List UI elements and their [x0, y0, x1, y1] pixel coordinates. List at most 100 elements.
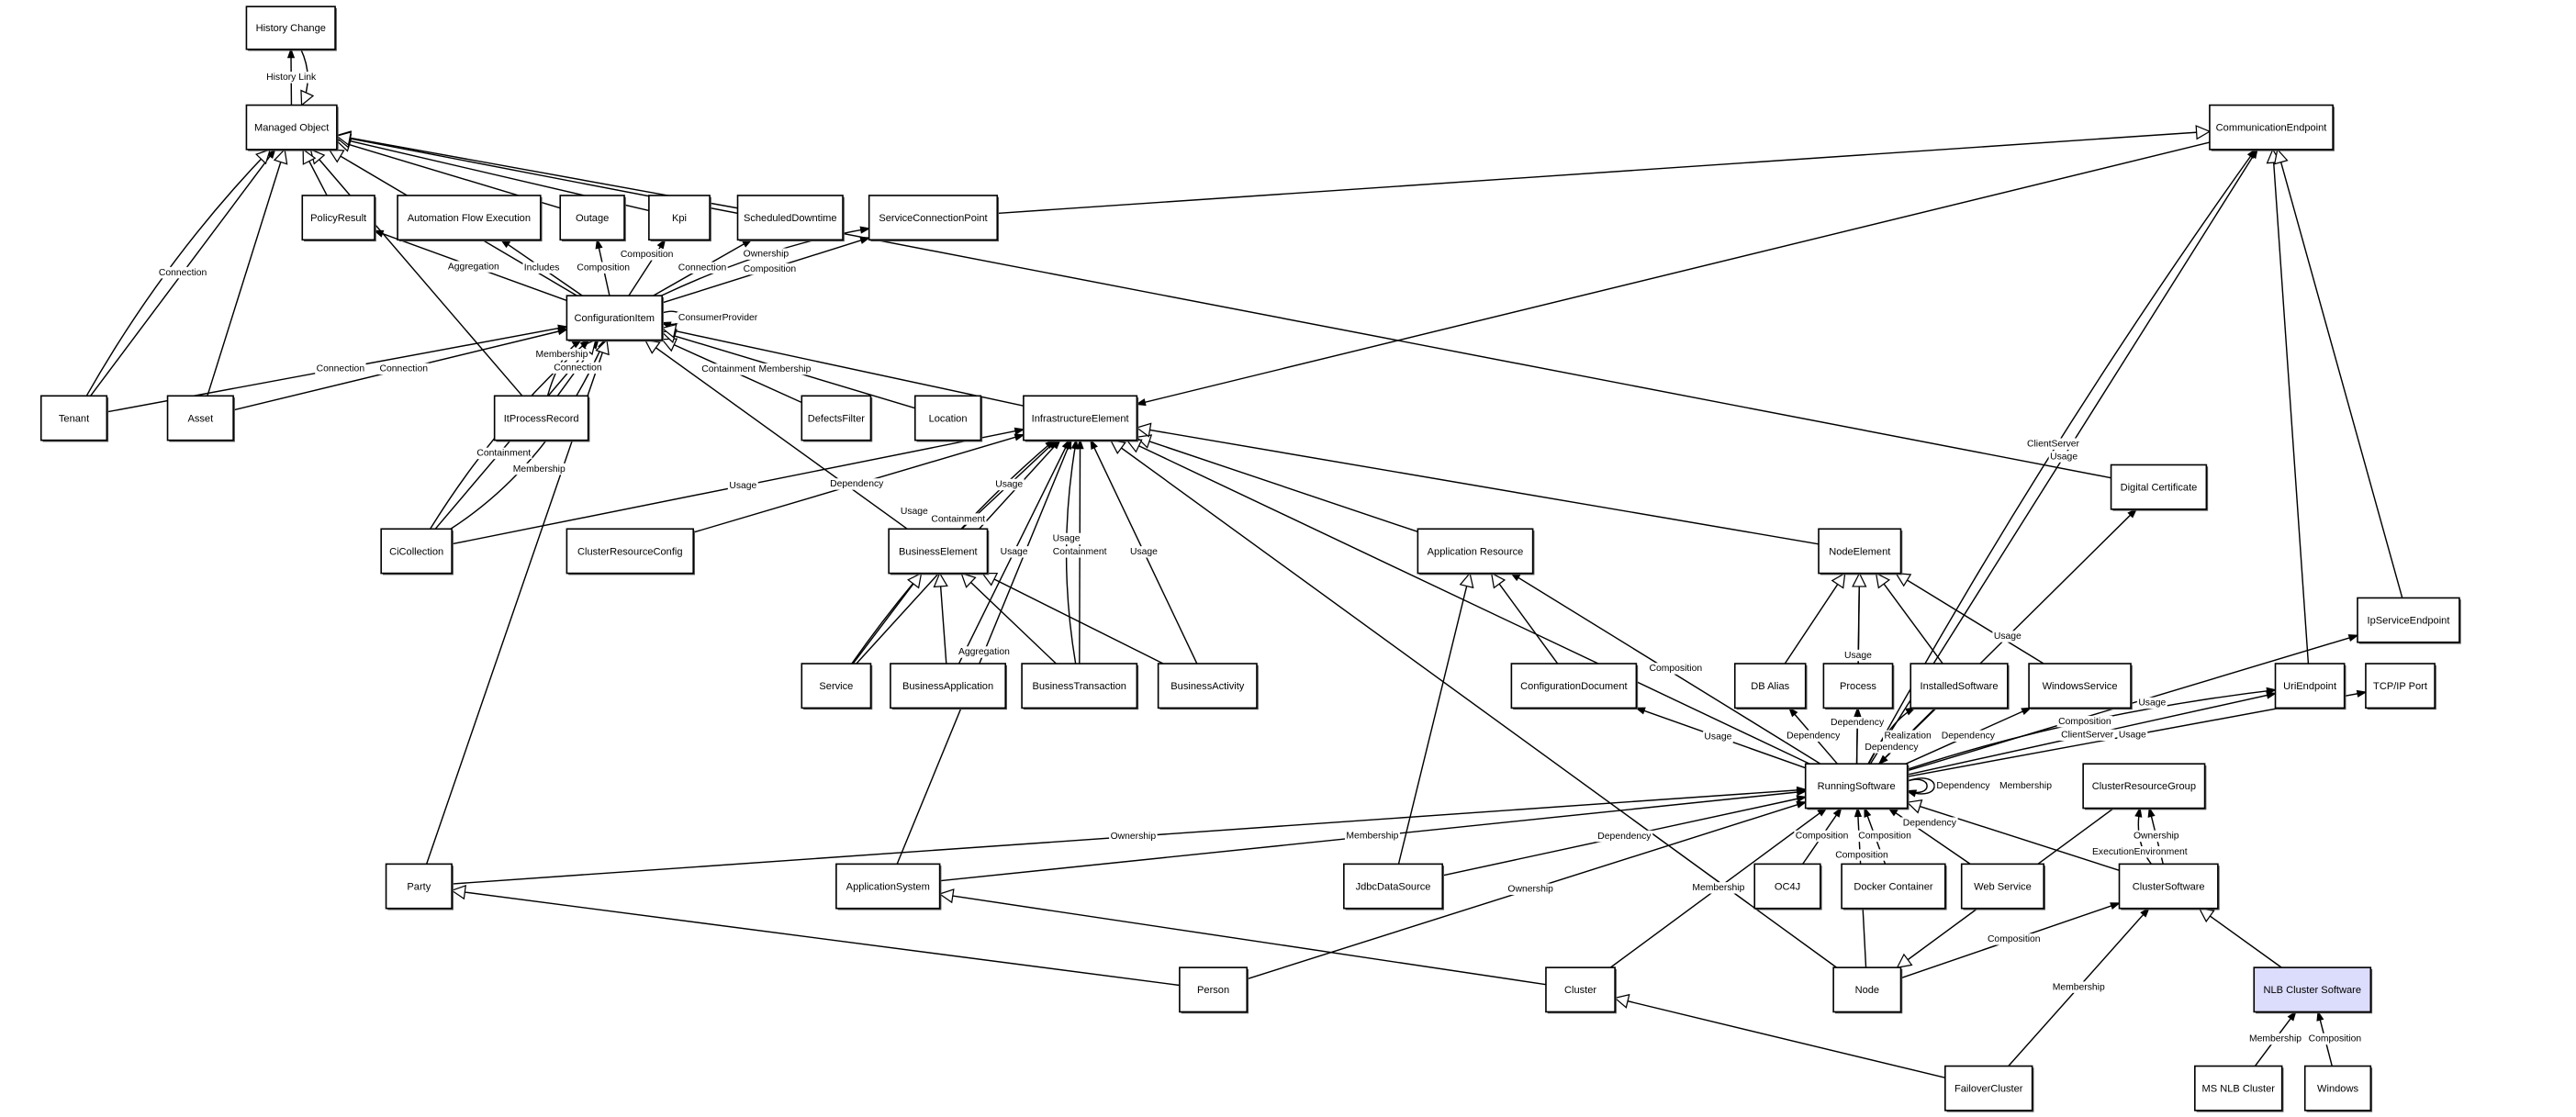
class-box-installed-software[interactable]: InstalledSoftware	[1910, 663, 2010, 710]
edge-label-group-node-to-running-software: Composition	[1833, 849, 1890, 861]
class-box-cluster-software[interactable]: ClusterSoftware	[2118, 863, 2220, 910]
class-name: Person	[1197, 985, 1229, 996]
edge-label-group-running-software-to-node-element: Usage	[1842, 649, 1874, 662]
edge-label-background	[756, 363, 812, 375]
class-box-tcpip-port[interactable]: TCP/IP Port	[2365, 663, 2436, 710]
edge-label-background	[1596, 830, 1653, 843]
class-box-policy-result[interactable]: PolicyResult	[301, 195, 376, 242]
class-box-kpi[interactable]: Kpi	[648, 195, 711, 242]
class-box-service[interactable]: Service	[801, 663, 873, 710]
edge-label-background	[1794, 830, 1850, 843]
class-box-ci-collection[interactable]: CiCollection	[380, 528, 454, 575]
class-box-nlb-cluster-software[interactable]: NLB Cluster Software	[2253, 966, 2373, 1014]
class-box-managed-object[interactable]: Managed Object	[245, 104, 339, 151]
class-box-outage[interactable]: Outage	[559, 195, 626, 242]
class-box-location[interactable]: Location	[913, 395, 983, 442]
filled-arrowhead-icon	[266, 148, 276, 159]
box-frame	[801, 663, 872, 709]
edge-label-group-cluster-software-to-cluster-resource-group: ExecutionEnvironment	[2090, 846, 2190, 858]
edge-line	[960, 573, 1057, 665]
class-box-business-activity[interactable]: BusinessActivity	[1157, 663, 1259, 710]
class-box-digital-certificate[interactable]: Digital Certificate	[2110, 464, 2209, 511]
class-box-oc4j[interactable]: OC4J	[1753, 863, 1822, 910]
class-box-ip-service-endpoint[interactable]: IpServiceEndpoint	[2357, 597, 2461, 644]
edge-label-group-web-service-to-running-software: Dependency	[1900, 817, 1958, 829]
class-name: NLB Cluster Software	[2264, 985, 2362, 996]
box-frame	[1804, 763, 1909, 810]
edge-label-group-jdbc-data-source-to-running-software: Dependency	[1596, 830, 1653, 843]
class-box-configuration-document[interactable]: ConfigurationDocument	[1510, 663, 1639, 710]
class-box-tenant[interactable]: Tenant	[39, 395, 109, 442]
class-box-person[interactable]: Person	[1179, 966, 1249, 1014]
edge-label: Aggregation	[958, 647, 1010, 657]
class-box-defects-filter[interactable]: DefectsFilter	[801, 395, 873, 442]
class-box-asset[interactable]: Asset	[166, 395, 235, 442]
edge-configuration-document-to-application-resource	[1490, 572, 1559, 665]
box-frame	[913, 395, 982, 441]
edge-label-background	[999, 546, 1030, 558]
edge-label-group-running-software-to-running-software: Membership	[1998, 780, 2054, 792]
hollow-triangle-arrowhead-icon	[960, 572, 977, 588]
class-name: DefectsFilter	[808, 413, 865, 424]
edge-line	[1888, 807, 1971, 865]
class-box-configuration-item[interactable]: ConfigurationItem	[566, 295, 664, 342]
class-box-node[interactable]: Node	[1832, 966, 1903, 1014]
edge-label: Membership	[1346, 832, 1398, 842]
class-box-jdbc-data-source[interactable]: JdbcDataSource	[1343, 863, 1445, 910]
class-box-application-resource[interactable]: Application Resource	[1417, 528, 1535, 575]
edge-label: ConsumerProvider	[678, 313, 758, 323]
hollow-triangle-arrowhead-icon	[2273, 148, 2289, 165]
class-box-docker-container[interactable]: Docker Container	[1841, 863, 1947, 910]
edge-line	[1137, 141, 2211, 406]
class-box-business-element[interactable]: BusinessElement	[888, 528, 990, 575]
class-box-windows-service[interactable]: WindowsService	[2028, 663, 2133, 710]
edge-label-background	[828, 478, 886, 490]
edge-label: Usage	[1001, 547, 1028, 557]
class-box-web-service[interactable]: Web Service	[1960, 863, 2045, 910]
class-name: Cluster	[1564, 985, 1596, 996]
class-box-infrastructure-element[interactable]: InfrastructureElement	[1023, 395, 1139, 442]
class-box-uri-endpoint[interactable]: UriEndpoint	[2274, 663, 2346, 710]
edge-label-background	[1883, 730, 1933, 743]
class-box-cluster-resource-group[interactable]: ClusterResourceGroup	[2082, 763, 2207, 810]
filled-arrowhead-icon	[595, 238, 603, 250]
box-frame	[245, 6, 336, 50]
class-box-cluster-resource-config[interactable]: ClusterResourceConfig	[566, 528, 695, 575]
edge-application-resource-to-infrastructure-element	[1136, 434, 1418, 533]
class-box-business-transaction[interactable]: BusinessTransaction	[1021, 663, 1139, 710]
class-box-running-software[interactable]: RunningSoftware	[1804, 763, 1910, 810]
hollow-triangle-arrowhead-icon	[595, 339, 610, 356]
edge-label-group-service-to-infrastructure-element: Usage	[899, 505, 930, 518]
class-name: Automation Flow Execution	[408, 213, 531, 224]
class-box-party[interactable]: Party	[385, 863, 454, 910]
filled-arrowhead-icon	[2246, 148, 2257, 160]
class-box-process[interactable]: Process	[1822, 663, 1895, 710]
class-box-windows[interactable]: Windows	[2303, 1065, 2373, 1112]
class-name: ItProcessRecord	[504, 413, 579, 424]
class-name: ConfigurationItem	[575, 313, 655, 324]
edge-label-background	[2025, 438, 2081, 450]
class-box-scheduled-downtime[interactable]: ScheduledDowntime	[736, 195, 845, 242]
class-box-ms-nlb-cluster[interactable]: MS NLB Cluster	[2194, 1065, 2284, 1112]
class-box-failover-cluster[interactable]: FailoverCluster	[1944, 1065, 2034, 1112]
edge-line	[1137, 427, 1820, 545]
box-frame	[890, 663, 1007, 709]
class-box-cluster[interactable]: Cluster	[1545, 966, 1617, 1014]
edge-line	[85, 149, 271, 397]
class-box-it-process-record[interactable]: ItProcessRecord	[493, 395, 590, 442]
box-frame	[566, 295, 663, 341]
edge-label-background	[2136, 697, 2167, 709]
class-box-business-application[interactable]: BusinessApplication	[890, 663, 1007, 710]
edge-label: Usage	[2119, 731, 2146, 741]
box-frame	[2082, 763, 2206, 810]
class-box-communication-endpoint[interactable]: CommunicationEndpoint	[2209, 104, 2335, 151]
class-box-history-change[interactable]: History Change	[245, 6, 337, 51]
class-box-node-element[interactable]: NodeElement	[1818, 528, 1903, 575]
edge-line	[452, 889, 1180, 987]
class-box-db-alias[interactable]: DB Alias	[1733, 663, 1808, 710]
class-box-automation-flow[interactable]: Automation Flow Execution	[397, 195, 543, 242]
class-box-application-system[interactable]: ApplicationSystem	[835, 863, 942, 910]
edge-label-background	[1702, 731, 1733, 743]
class-box-service-connection-point[interactable]: ServiceConnectionPoint	[868, 195, 1000, 242]
